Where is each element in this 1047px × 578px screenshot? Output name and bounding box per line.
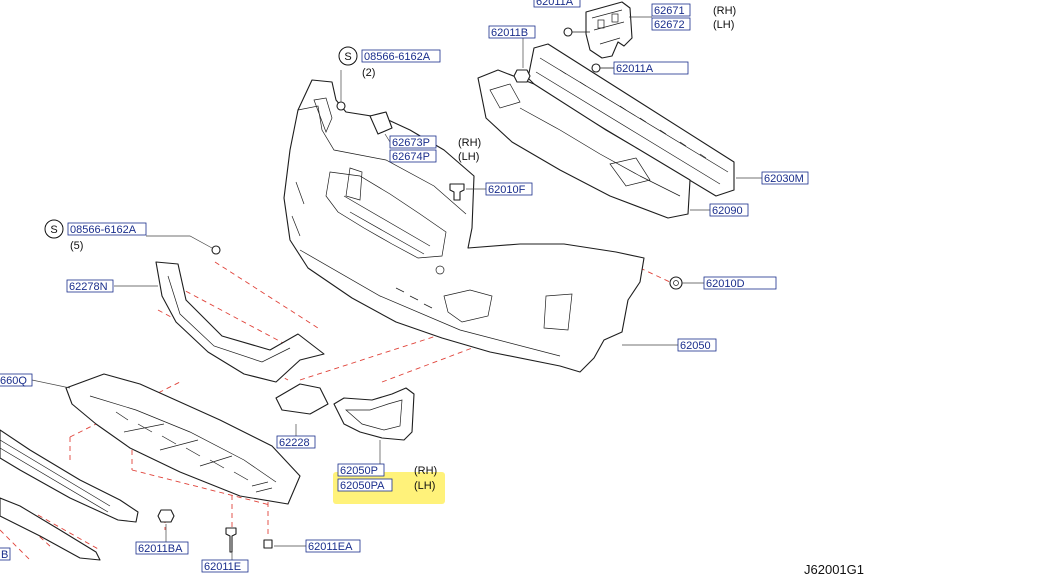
label-62671: 62671 [651, 3, 691, 17]
fog-cover-62050P [333, 387, 415, 441]
svg-text:62011EA: 62011EA [308, 541, 353, 553]
svg-text:08566-6162A: 08566-6162A [364, 51, 431, 63]
absorber-62090 [477, 69, 691, 219]
label-62010D: 62010D [703, 276, 777, 290]
svg-text:(2): (2) [362, 67, 375, 79]
reinforcement-62030M [527, 43, 735, 197]
undercover-660Q [65, 373, 301, 505]
svg-text:62673P: 62673P [392, 137, 430, 149]
label-62011EA: 62011EA [305, 539, 361, 553]
label-62090: 62090 [709, 203, 749, 217]
svg-text:62278N: 62278N [69, 281, 108, 293]
svg-text:62228: 62228 [279, 437, 310, 449]
leader-lines [31, 5, 762, 560]
svg-text:62011B: 62011B [491, 27, 528, 39]
svg-text:(LH): (LH) [713, 19, 734, 31]
svg-text:08566-6162A: 08566-6162A [70, 224, 137, 236]
svg-text:62010D: 62010D [706, 278, 745, 290]
svg-text:(RH): (RH) [713, 5, 736, 17]
cover-62228 [275, 383, 329, 415]
fastener-62010F [449, 183, 465, 201]
label-08566-1: 08566-6162A [361, 49, 441, 63]
label-62674P: 62674P [389, 149, 437, 163]
svg-text:62050P: 62050P [340, 465, 378, 477]
svg-text:62011A: 62011A [536, 0, 574, 8]
s-symbol-1: S [338, 46, 358, 66]
bumper-fascia-62050 [283, 79, 645, 373]
svg-text:B: B [1, 549, 8, 561]
svg-text:(5): (5) [70, 240, 83, 252]
svg-text:62671: 62671 [654, 5, 685, 17]
label-62011A-top: 62011A [533, 0, 581, 8]
svg-text:(LH): (LH) [458, 151, 479, 163]
edge-part-b [0, 429, 139, 561]
nut-62011B [513, 69, 531, 83]
label-08566-2: 08566-6162A [67, 222, 147, 236]
label-660Q: 660Q [0, 373, 33, 387]
svg-text:S: S [50, 224, 57, 236]
label-62278N: 62278N [66, 279, 114, 293]
svg-text:62011BA: 62011BA [138, 543, 183, 555]
side-labels: (RH) (LH) (2) (RH) (LH) (5) (RH) (LH) [70, 5, 736, 492]
label-62228: 62228 [276, 435, 316, 449]
label-62011BA: 62011BA [135, 541, 189, 555]
svg-text:(LH): (LH) [414, 480, 435, 492]
label-62011B: 62011B [488, 25, 536, 39]
s-symbol-2: S [44, 219, 64, 239]
svg-text:62050PA: 62050PA [340, 480, 385, 492]
part-labels: 62011A 62011B 62671 62672 62011A 08566-6… [0, 0, 809, 573]
svg-text:62674P: 62674P [392, 151, 430, 163]
fastener-62011BA [157, 509, 175, 523]
svg-text:62050: 62050 [680, 340, 711, 352]
svg-text:62010F: 62010F [488, 184, 526, 196]
label-62673P: 62673P [389, 135, 437, 149]
label-62050: 62050 [677, 338, 717, 352]
label-62050PA: 62050PA [337, 478, 393, 492]
label-62050P: 62050P [337, 463, 385, 477]
svg-text:62672: 62672 [654, 19, 685, 31]
svg-text:660Q: 660Q [0, 375, 27, 387]
fastener-62011EA [263, 539, 273, 549]
svg-text:62011A: 62011A [616, 63, 654, 75]
label-b-edge: B [0, 547, 11, 561]
fastener-62010D [669, 276, 683, 290]
label-62011E: 62011E [201, 559, 249, 573]
label-62030M: 62030M [761, 171, 809, 185]
svg-text:62030M: 62030M [764, 173, 804, 185]
label-62010F: 62010F [485, 182, 533, 196]
svg-text:(RH): (RH) [458, 137, 481, 149]
svg-text:62090: 62090 [712, 205, 743, 217]
label-62672: 62672 [651, 17, 691, 31]
fastener-62011E [225, 527, 237, 553]
svg-text:(RH): (RH) [414, 465, 437, 477]
svg-text:S: S [344, 51, 351, 63]
label-62011A: 62011A [613, 61, 689, 75]
reference-code: J62001G1 [804, 562, 864, 577]
svg-text:62011E: 62011E [204, 561, 241, 573]
grille-62278N [155, 245, 325, 383]
